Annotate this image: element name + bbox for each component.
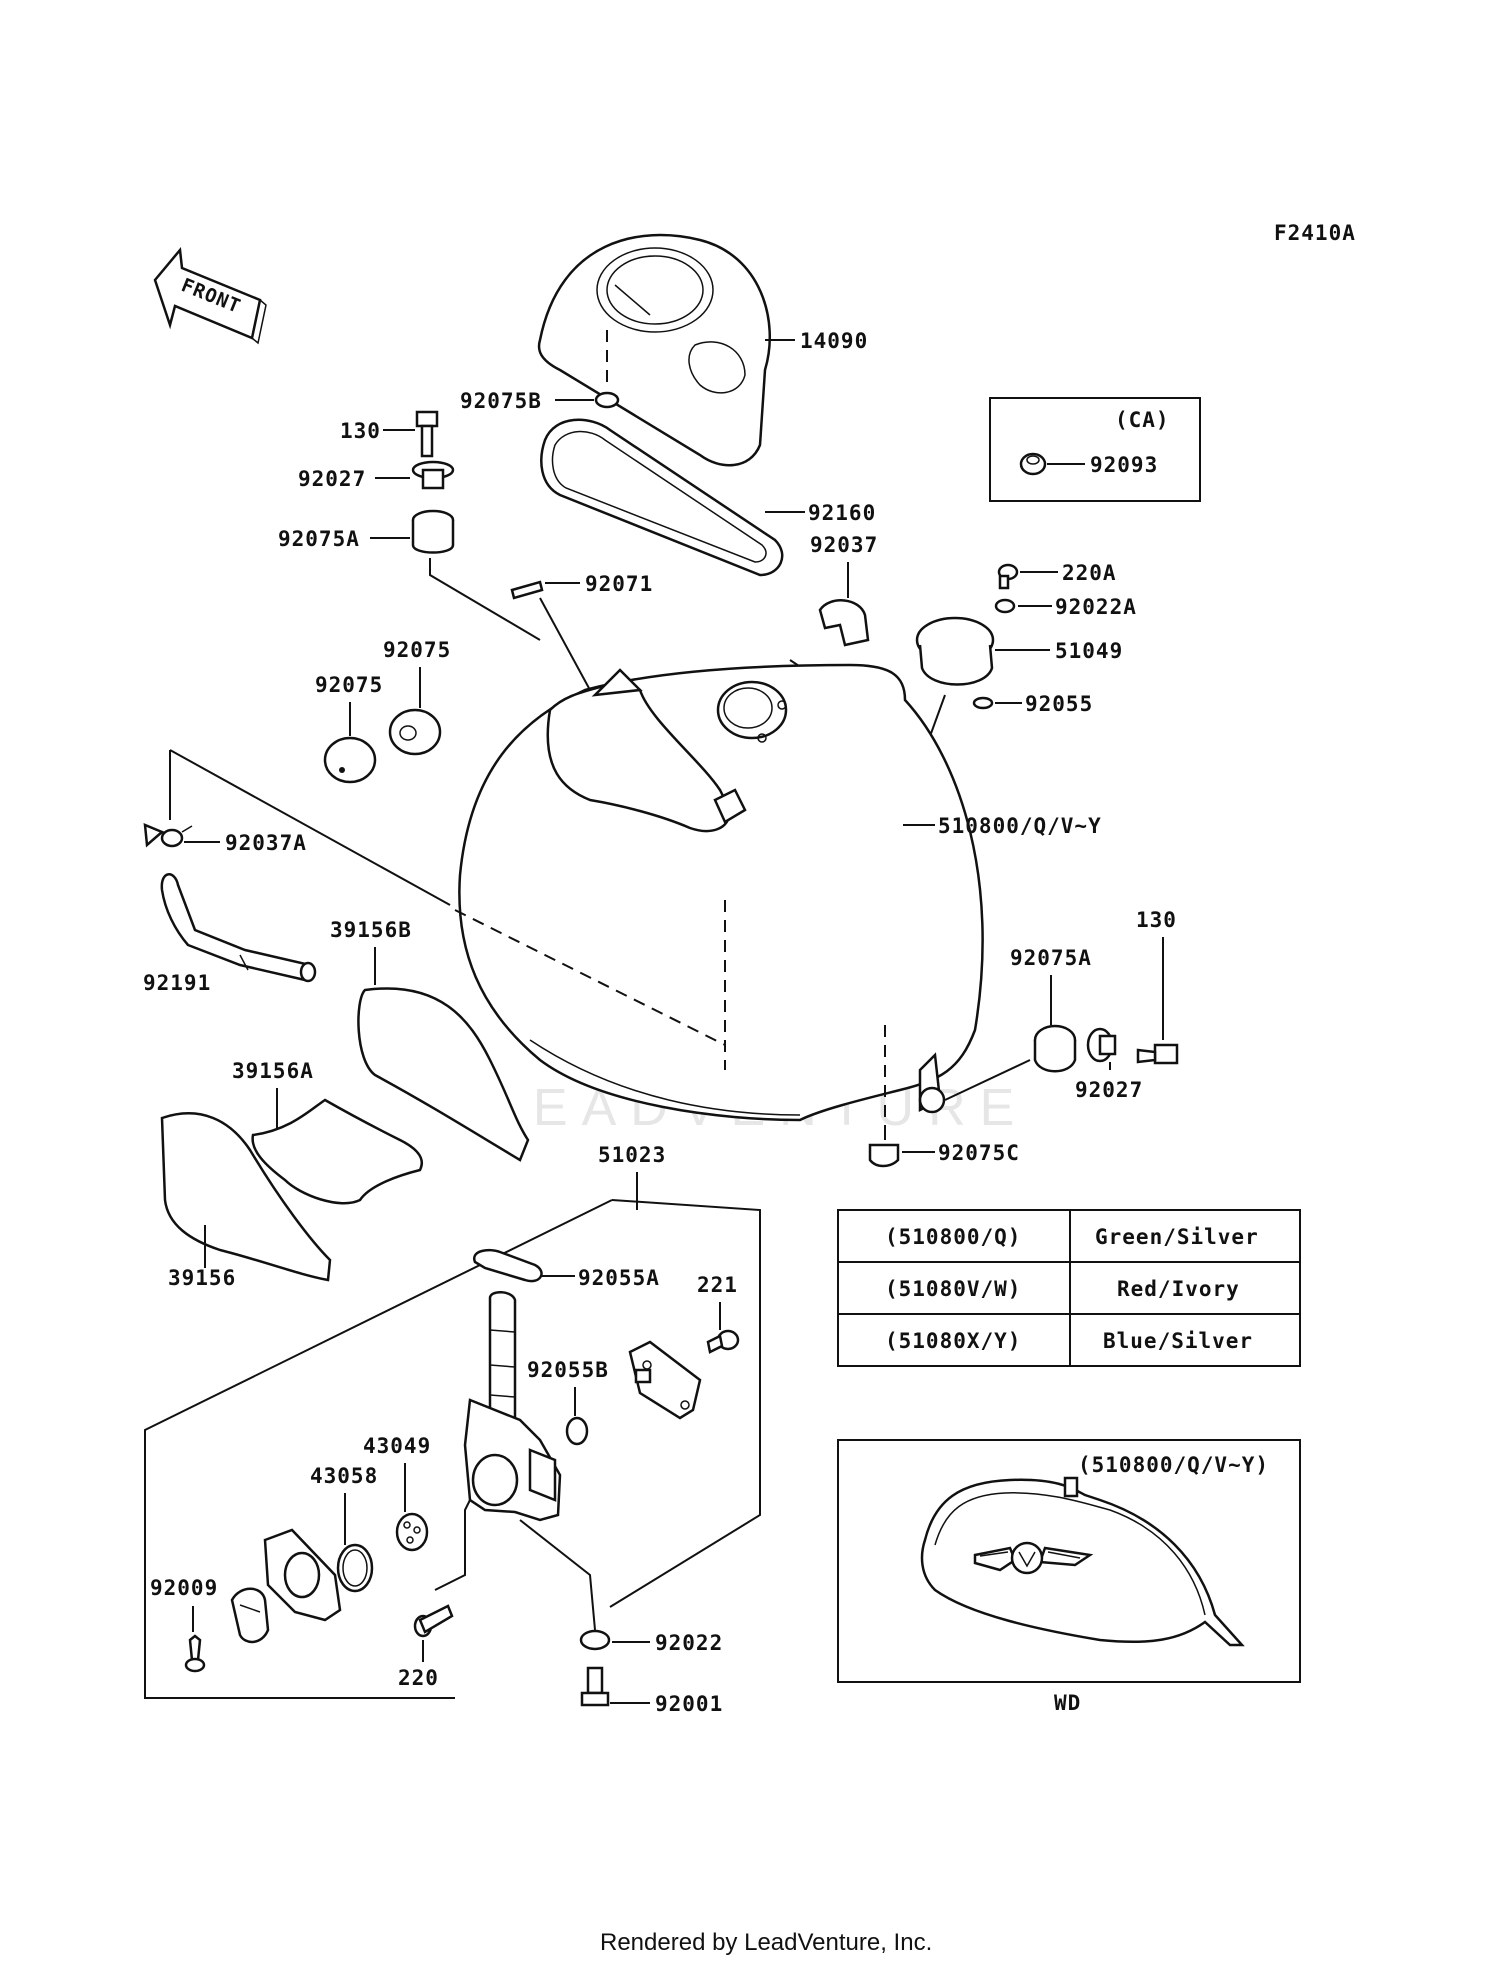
callout-39156: 39156 (168, 1266, 236, 1290)
callout-92075C: 92075C (938, 1141, 1020, 1165)
lever-knob (230, 1587, 270, 1644)
collar-92027-right (1086, 1027, 1117, 1063)
callout-221: 221 (697, 1273, 738, 1297)
callout-130-right: 130 (1136, 908, 1177, 932)
gasket-92055A (473, 1248, 543, 1283)
oring-92055B (565, 1416, 589, 1446)
callout-92075A-top: 92075A (278, 527, 360, 551)
callout-92037: 92037 (810, 533, 878, 557)
callout-92075-b: 92075 (315, 673, 383, 697)
callout-51023: 51023 (598, 1143, 666, 1167)
callout-92009: 92009 (150, 1576, 218, 1600)
screw-220A (997, 563, 1019, 590)
ca-box-part: 92093 (1090, 453, 1158, 477)
footer-credit: Rendered by LeadVenture, Inc. (600, 1929, 932, 1956)
screw-220 (413, 1604, 454, 1638)
callout-43049: 43049 (363, 1434, 431, 1458)
table-color-3: Blue/Silver (1103, 1329, 1253, 1353)
wd-box-caption: WD (1054, 1691, 1081, 1715)
ca-box-title: (CA) (1115, 408, 1170, 432)
table-code-2: (51080V/W) (885, 1277, 1021, 1301)
callout-92160: 92160 (808, 501, 876, 525)
callout-130-top: 130 (340, 419, 381, 443)
callout-92027-top: 92027 (298, 467, 366, 491)
assembly-frame-51023 (144, 1199, 613, 1699)
bolt-130-right (1136, 1043, 1179, 1065)
callout-39156A: 39156A (232, 1059, 314, 1083)
washer-92022 (579, 1629, 611, 1651)
oring-92055 (972, 696, 994, 710)
callout-51049: 51049 (1055, 639, 1123, 663)
screw-221 (706, 1329, 740, 1354)
damper-92075-right (388, 708, 442, 756)
damper-92075-left (323, 736, 377, 784)
table-code-1: (510800/Q) (885, 1225, 1021, 1249)
damper-92075C (868, 1143, 900, 1168)
clip-92037A (143, 823, 193, 848)
hose-92191 (160, 873, 317, 983)
tank-cover-14090 (537, 233, 772, 467)
callout-220A: 220A (1062, 561, 1117, 585)
figure-code: F2410A (1274, 221, 1356, 245)
lever-plate (263, 1528, 342, 1622)
callout-92055: 92055 (1025, 692, 1093, 716)
callout-220: 220 (398, 1666, 439, 1690)
fuel-cock-body (463, 1291, 562, 1522)
clip-92071 (510, 580, 544, 600)
cap-51049 (915, 616, 995, 686)
clamp-92037 (818, 599, 870, 647)
callout-92001: 92001 (655, 1692, 723, 1716)
callout-510800: 510800/Q/V~Y (938, 814, 1102, 838)
front-arrow-icon: FRONT (153, 246, 267, 345)
callout-43058: 43058 (310, 1464, 378, 1488)
damper-92075A-top (411, 509, 455, 554)
nut-92093 (1019, 452, 1047, 476)
screw-92009 (184, 1634, 206, 1673)
callout-92022A: 92022A (1055, 595, 1137, 619)
fuel-tank-510800 (458, 663, 984, 1122)
table-color-1: Green/Silver (1095, 1225, 1259, 1249)
callout-92022: 92022 (655, 1631, 723, 1655)
bolt-130-top (415, 410, 439, 458)
callout-92027-right: 92027 (1075, 1078, 1143, 1102)
wd-box: (510800/Q/V~Y) WD (837, 1439, 1301, 1715)
collar-92027-top (411, 460, 455, 490)
ca-box: (CA) 92093 (989, 397, 1201, 502)
callout-92075-a: 92075 (383, 638, 451, 662)
tank-emblem-illustration (920, 1476, 1245, 1647)
color-table: (510800/Q) Green/Silver (51080V/W) Red/I… (837, 1209, 1301, 1367)
callout-92191: 92191 (143, 971, 211, 995)
callout-92037A: 92037A (225, 831, 307, 855)
table-code-3: (51080X/Y) (885, 1329, 1021, 1353)
callout-92075A-right: 92075A (1010, 946, 1092, 970)
table-color-2: Red/Ivory (1117, 1277, 1240, 1301)
washer-92075B (594, 391, 620, 409)
gasket-92160 (540, 418, 784, 577)
bolt-92001 (580, 1666, 610, 1707)
callout-92055B: 92055B (527, 1358, 609, 1382)
callout-39156B: 39156B (330, 918, 412, 942)
callout-14090: 14090 (800, 329, 868, 353)
wd-box-title: (510800/Q/V~Y) (1078, 1453, 1269, 1477)
packing-43049 (395, 1512, 429, 1552)
pad-39156A (251, 1098, 424, 1205)
pad-39156B (357, 987, 530, 1162)
callout-92055A: 92055A (578, 1266, 660, 1290)
filter-plate (628, 1340, 702, 1420)
callout-92075B: 92075B (460, 389, 542, 413)
callout-92071: 92071 (585, 572, 653, 596)
damper-92075A-right (1033, 1024, 1077, 1073)
washer-92022A (994, 598, 1016, 614)
